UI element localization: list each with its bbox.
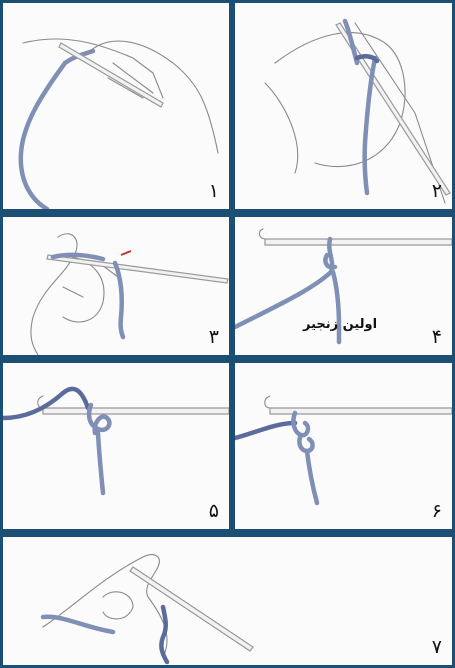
step-3-panel: ۳: [3, 217, 229, 355]
step-5-panel: ۵: [3, 363, 229, 529]
step-3-illustration: [3, 217, 229, 355]
step-6-illustration: [235, 363, 452, 529]
step-7-number: ۷: [432, 638, 442, 657]
step-5-number: ۵: [209, 502, 219, 521]
step-4-panel: اولین زنجیر ۴: [235, 217, 452, 355]
step-2-number: ۲: [432, 182, 442, 201]
step-1-panel: ۱: [3, 3, 229, 209]
step-5-illustration: [3, 363, 229, 529]
step-3-number: ۳: [209, 328, 219, 347]
step-2-illustration: [235, 3, 452, 209]
step-7-illustration: [3, 537, 452, 665]
step-2-panel: ۲: [235, 3, 452, 209]
step-6-panel: ۶: [235, 363, 452, 529]
step-1-illustration: [3, 3, 229, 209]
step-1-number: ۱: [209, 182, 219, 201]
step-6-number: ۶: [432, 502, 442, 521]
step-4-caption: اولین زنجیر: [303, 317, 377, 332]
step-4-illustration: [235, 217, 452, 355]
step-4-number: ۴: [432, 328, 442, 347]
step-7-panel: ۷: [3, 537, 452, 665]
